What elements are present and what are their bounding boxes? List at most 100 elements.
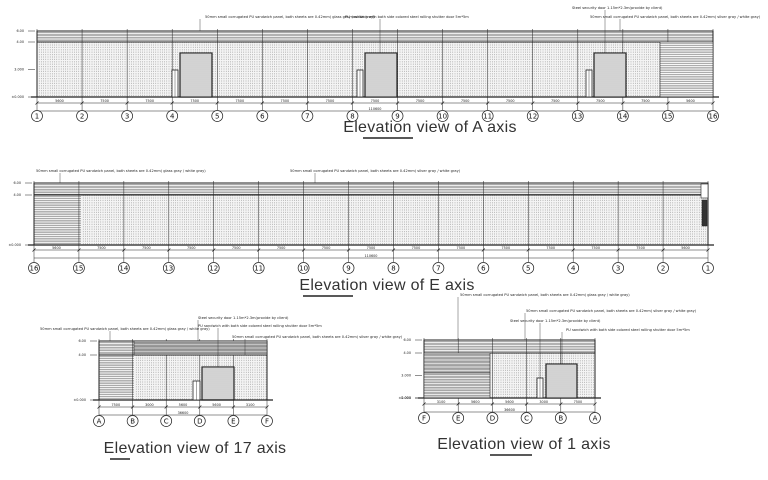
dimension-tick	[711, 101, 715, 105]
span-dimension: 3000	[145, 403, 154, 407]
dimension-tick	[97, 405, 101, 409]
span-dimension: 7500	[326, 99, 335, 103]
axis-bubble	[486, 412, 499, 424]
axis-bubble	[211, 110, 224, 122]
dimension-tick	[571, 248, 575, 252]
axis-label: 3	[125, 112, 129, 120]
span-dimension: 7500	[506, 99, 515, 103]
axis-label: 15	[74, 264, 83, 272]
axis-bubble	[256, 110, 269, 122]
drawing-note: Steel security door 1.15m*2.3m(provide b…	[198, 316, 289, 320]
span-dimension: 7500	[574, 400, 583, 404]
span-dimension: 3100	[437, 400, 446, 404]
dimension-tick	[485, 101, 490, 105]
axis-bubble	[166, 110, 179, 122]
axis-label: 12	[209, 264, 218, 272]
span-dimension: 7500	[457, 246, 466, 250]
axis-label: 14	[618, 112, 627, 120]
side-door	[701, 199, 708, 227]
drawing-note: Steel security door 1.15m*2.3m(provide b…	[510, 319, 601, 323]
span-dimension: 7500	[591, 246, 600, 250]
span-dimension: 7500	[232, 246, 241, 250]
axis-bubble	[707, 110, 719, 122]
axis-bubble	[301, 110, 314, 122]
dimension-tick	[395, 101, 400, 105]
axis-label: 8	[350, 112, 354, 120]
elevation-title: Elevation view of 1 axis	[437, 436, 611, 453]
axis-bubble	[346, 110, 359, 122]
dimension-tick	[530, 101, 535, 105]
dimension-tick	[77, 248, 81, 252]
axis-bubble	[702, 262, 714, 274]
span-dimension: 7500	[281, 99, 290, 103]
dimension-tick	[80, 101, 84, 105]
level-label: ±0.000	[398, 396, 411, 400]
lower-wall-band	[423, 372, 491, 399]
drawing-note: 50mm small corrugated PU sandwich panel,…	[290, 169, 461, 173]
axis-label: A	[97, 417, 102, 425]
level-label: ±0.000	[8, 243, 21, 247]
span-dimension: 7500	[235, 99, 244, 103]
gable-vent	[700, 183, 709, 199]
dimension-tick	[164, 405, 168, 409]
drawing-note: 50mm small corrugated PU sandwich panel,…	[590, 15, 761, 19]
axis-label: 16	[30, 264, 39, 272]
dimension-tick	[211, 248, 216, 252]
span-dimension: 7500	[367, 246, 376, 250]
axis-label: 13	[573, 112, 582, 120]
dimension-tick	[198, 405, 202, 409]
axis-bubble	[252, 262, 265, 274]
axis-bubble	[387, 262, 400, 274]
axis-bubble	[121, 110, 133, 122]
elevation-title: Elevation view of 17 axis	[104, 440, 287, 457]
level-label: 6.00	[16, 29, 24, 33]
span-dimension: 7500	[501, 246, 510, 250]
dimension-tick	[170, 101, 174, 105]
axis-bubble	[436, 110, 449, 122]
axis-bubble	[93, 415, 105, 427]
dimension-tick	[167, 248, 171, 252]
span-dimension: 7500	[551, 99, 560, 103]
axis-label: D	[490, 414, 495, 422]
span-dimension: 5600	[681, 246, 690, 250]
axis-label: A	[593, 414, 598, 422]
dimension-tick	[301, 248, 306, 252]
axis-bubble	[571, 110, 584, 122]
drawing-note: 50mm small corrugated PU sandwich panel,…	[36, 169, 206, 173]
axis-label: 4	[571, 264, 576, 272]
level-label: ±0.000	[73, 398, 86, 402]
elevation-title: Elevation view of E axis	[299, 277, 474, 294]
dimension-tick	[122, 248, 126, 252]
span-dimension: 7500	[636, 246, 645, 250]
axis-label: C	[164, 417, 169, 425]
drawing-note: 50mm small corrugated PU sandwich panel,…	[205, 15, 375, 19]
span-dimension: 7500	[322, 246, 331, 250]
axis-bubble	[520, 412, 533, 424]
axis-label: 6	[260, 112, 265, 120]
span-dimension: 5600	[471, 400, 480, 404]
level-label: 4.00	[16, 40, 24, 44]
dimension-tick	[265, 405, 269, 409]
axis-bubble	[28, 262, 40, 274]
axis-label: 1	[35, 112, 39, 120]
axis-bubble	[297, 262, 310, 274]
dimension-tick	[524, 402, 529, 406]
total-dimension: 110600	[369, 107, 382, 111]
span-dimension: 7500	[100, 99, 109, 103]
axis-label: F	[422, 414, 426, 422]
span-dimension: 7500	[277, 246, 286, 250]
span-dimension: 3000	[539, 400, 548, 404]
axis-bubble	[477, 262, 490, 274]
drawing-note: 50mm small corrugated PU sandwich panel,…	[526, 309, 697, 313]
axis-label: 11	[483, 112, 492, 120]
level-label: 4.00	[403, 351, 411, 355]
dimension-tick	[440, 101, 445, 105]
drawing-note: PU sandwich with both side colored steel…	[198, 324, 322, 328]
axis-label: 3	[616, 264, 620, 272]
axis-label: E	[231, 417, 235, 425]
level-label: 3.000	[401, 374, 411, 378]
level-label: 3.000	[14, 68, 24, 72]
axis-bubble	[418, 412, 430, 424]
